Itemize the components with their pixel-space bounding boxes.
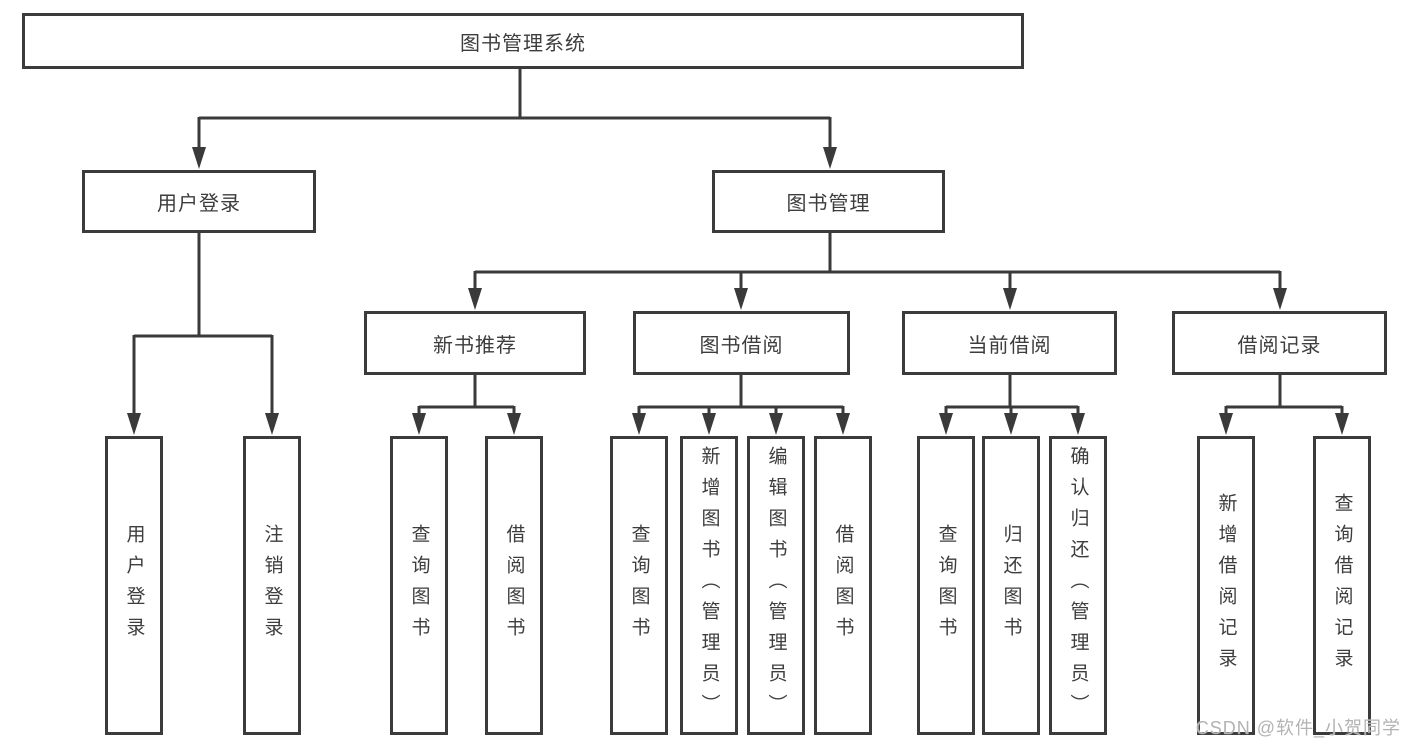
leaf-query-books-recommend: 查询图书: [390, 436, 448, 735]
node-book-management: 图书管理: [712, 170, 945, 233]
leaf-add-borrow-record: 新增借阅记录: [1197, 436, 1255, 735]
leaf-query-borrow-record: 查询借阅记录: [1313, 436, 1371, 735]
node-current-borrow: 当前借阅: [902, 311, 1117, 375]
leaf-query-books-borrow: 查询图书: [610, 436, 668, 735]
leaf-query-books-current: 查询图书: [917, 436, 975, 735]
leaf-logout: 注销登录: [243, 436, 301, 735]
leaf-confirm-return-admin: 确认归还（管理员）: [1049, 436, 1107, 735]
leaf-edit-books-admin: 编辑图书（管理员）: [747, 436, 805, 735]
node-new-book-recommend: 新书推荐: [364, 311, 586, 375]
node-root-system: 图书管理系统: [22, 13, 1024, 69]
csdn-watermark: CSDN @软件_小贺同学: [1195, 718, 1401, 738]
leaf-borrow-books: 借阅图书: [814, 436, 872, 735]
arrowhead-icons: [127, 147, 1349, 435]
node-book-borrow: 图书借阅: [633, 311, 850, 375]
node-borrow-records: 借阅记录: [1172, 311, 1387, 375]
leaf-return-books: 归还图书: [982, 436, 1040, 735]
leaf-user-login: 用户登录: [105, 436, 163, 735]
leaf-add-books-admin: 新增图书（管理员）: [680, 436, 738, 735]
node-user-login: 用户登录: [82, 170, 316, 233]
leaf-borrow-books-recommend: 借阅图书: [485, 436, 543, 735]
